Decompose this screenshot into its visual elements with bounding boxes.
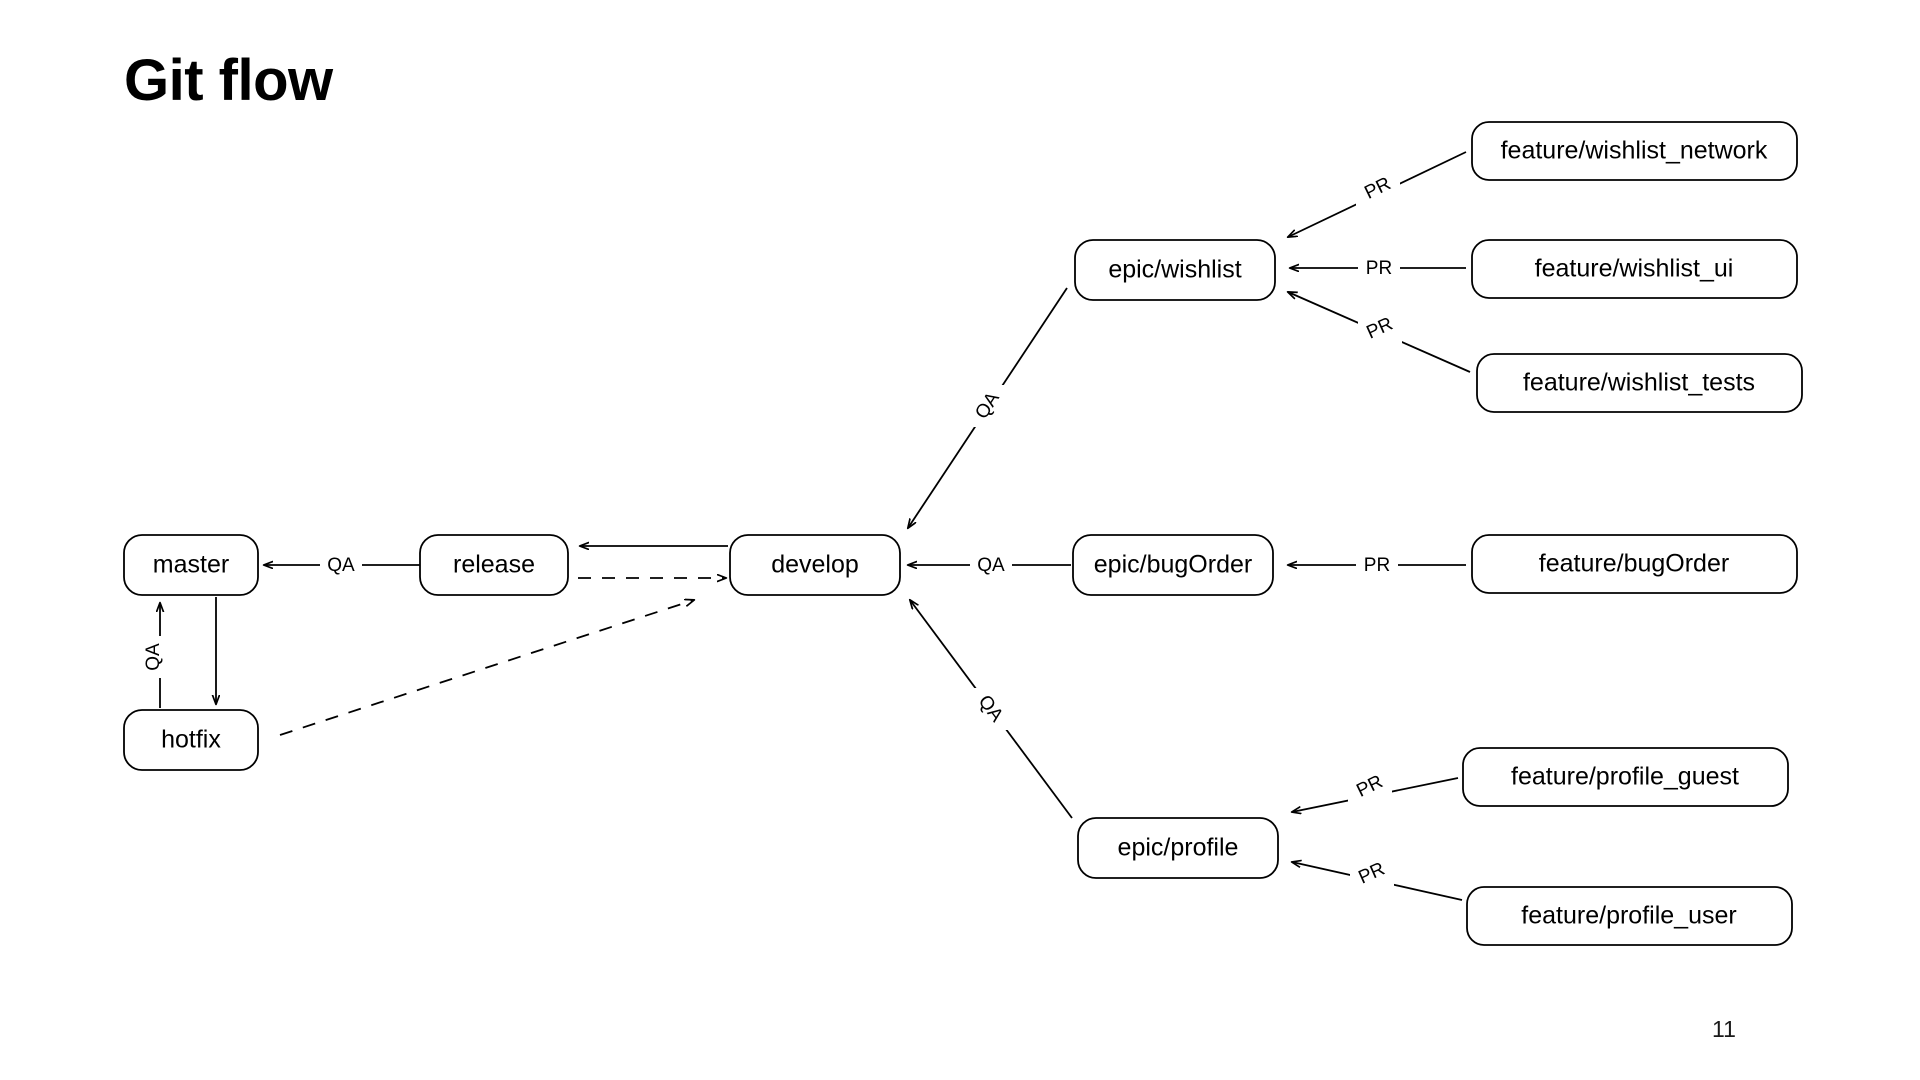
edge-epic-profile-to-develop: QA — [910, 600, 1073, 819]
node-label-feature-profile-guest: feature/profile_guest — [1511, 763, 1739, 791]
node-label-develop: develop — [771, 551, 859, 579]
node-release[interactable]: release — [419, 534, 569, 596]
node-label-feature-profile-user: feature/profile_user — [1521, 902, 1736, 930]
node-label-epic-wishlist: epic/wishlist — [1108, 256, 1241, 284]
node-develop[interactable]: develop — [729, 534, 901, 596]
node-label-feature-wishlist-network: feature/wishlist_network — [1501, 137, 1768, 165]
node-feature-profile-user[interactable]: feature/profile_user — [1466, 886, 1793, 946]
node-label-release: release — [453, 551, 535, 579]
node-feature-bugorder[interactable]: feature/bugOrder — [1471, 534, 1798, 594]
edge-label-hotfix-to-master: QA — [143, 643, 164, 671]
node-label-hotfix: hotfix — [161, 726, 221, 754]
edge-label-release-to-master: QA — [327, 555, 355, 576]
node-label-feature-wishlist-ui: feature/wishlist_ui — [1535, 255, 1734, 283]
edge-release-to-master: QA — [264, 552, 420, 578]
edge-hotfix-to-develop — [279, 600, 694, 736]
edge-wishlist-tests-to-epic: PR — [1288, 292, 1471, 373]
edge-wishlist-network-to-epic: PR — [1288, 151, 1467, 237]
edge-hotfix-to-master: QA — [140, 603, 166, 708]
node-feature-wishlist-network[interactable]: feature/wishlist_network — [1471, 121, 1798, 181]
node-label-epic-profile: epic/profile — [1118, 834, 1239, 862]
edge-wishlist-ui-to-epic: PR — [1290, 255, 1466, 281]
edge-label-bugorder-feature-to-epic: PR — [1364, 555, 1390, 576]
node-master[interactable]: master — [123, 534, 259, 596]
edge-profile-user-to-epic: PR — [1292, 858, 1463, 901]
edge-bugorder-feature-to-epic: PR — [1288, 552, 1466, 578]
node-label-feature-bugorder: feature/bugOrder — [1539, 550, 1729, 578]
node-feature-wishlist-ui[interactable]: feature/wishlist_ui — [1471, 239, 1798, 299]
node-hotfix[interactable]: hotfix — [123, 709, 259, 771]
edge-epic-wishlist-to-develop: QA — [908, 287, 1068, 528]
edge-profile-guest-to-epic: PR — [1292, 771, 1459, 812]
edge-label-epic-bugorder-to-develop: QA — [977, 555, 1005, 576]
node-epic-wishlist[interactable]: epic/wishlist — [1074, 239, 1276, 301]
node-feature-wishlist-tests[interactable]: feature/wishlist_tests — [1476, 353, 1803, 413]
node-epic-profile[interactable]: epic/profile — [1077, 817, 1279, 879]
node-label-master: master — [153, 551, 229, 579]
node-feature-profile-guest[interactable]: feature/profile_guest — [1462, 747, 1789, 807]
edge-label-wishlist-ui-to-epic: PR — [1366, 258, 1392, 279]
node-label-epic-bugorder: epic/bugOrder — [1094, 551, 1252, 579]
edge-epic-bugorder-to-develop: QA — [908, 552, 1071, 578]
node-epic-bugorder[interactable]: epic/bugOrder — [1072, 534, 1274, 596]
page-title: Git flow — [124, 48, 333, 113]
node-label-feature-wishlist-tests: feature/wishlist_tests — [1523, 369, 1755, 397]
page-number: 11 — [1712, 1016, 1736, 1042]
